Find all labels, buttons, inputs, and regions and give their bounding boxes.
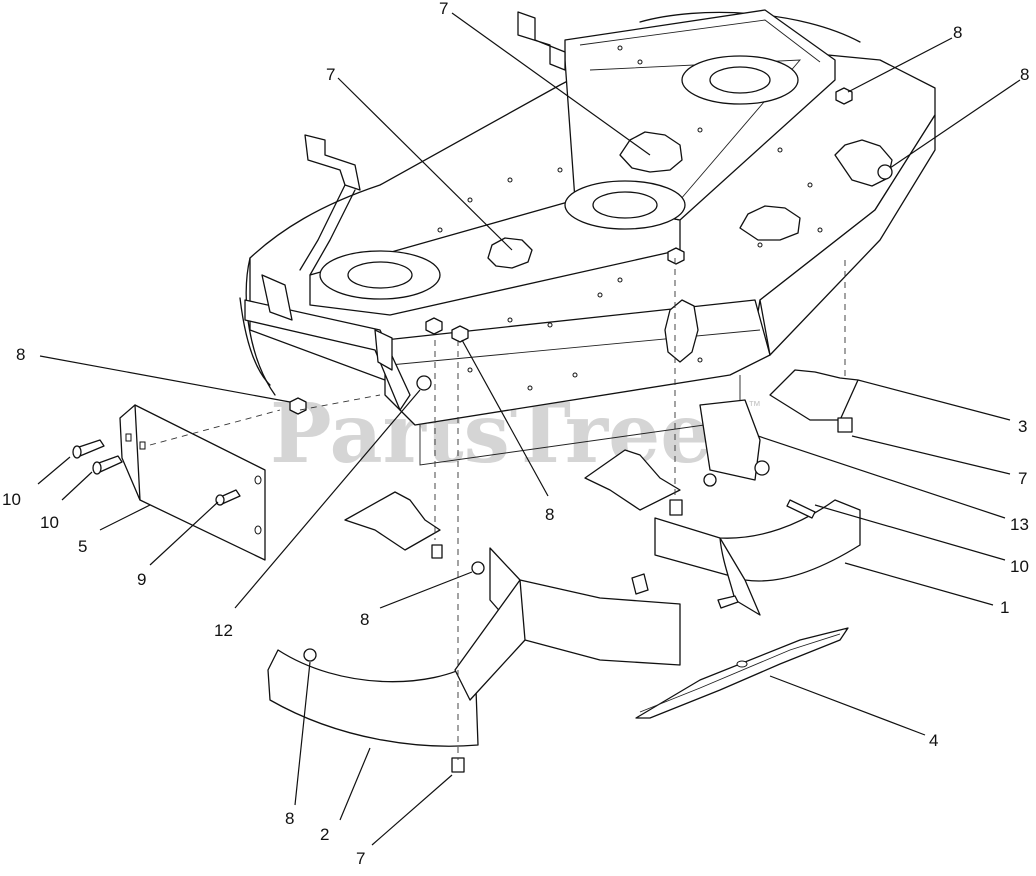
bolt-left-mount [431, 544, 443, 559]
callout-label: 8 [545, 505, 554, 524]
callout-label: 12 [214, 621, 233, 640]
bolt-7-right [837, 417, 853, 433]
baffle-2 [267, 579, 526, 747]
bracket-13 [699, 399, 761, 481]
spindle-mount-right [681, 55, 799, 105]
callout-label: 2 [320, 825, 329, 844]
nut-8-bottom [303, 648, 317, 662]
cutout-right [739, 205, 801, 241]
spindle-mount-left [319, 250, 441, 300]
callout-label: 8 [1020, 65, 1029, 84]
baffle-1 [654, 499, 861, 616]
callout-label: 10 [2, 490, 21, 509]
bolt-baffle-right [717, 595, 739, 609]
bolt-7-bottom [451, 757, 465, 773]
callout-label: 10 [40, 513, 59, 532]
nut-8-left [289, 397, 307, 415]
deck-nut-a [667, 247, 685, 265]
deck-nut-e [877, 164, 893, 180]
front-hanger-arm [244, 299, 411, 411]
callout-label: 3 [1018, 417, 1027, 436]
callout-label: 9 [137, 570, 146, 589]
leader-lines [37, 12, 1021, 846]
watermark-trademark: ™ [748, 398, 761, 413]
callout-label: 8 [16, 345, 25, 364]
carriage-bolt-10-right [786, 499, 816, 519]
alignment-lines [149, 258, 846, 760]
rear-bracket-left [304, 134, 361, 191]
callout-label: 8 [953, 23, 962, 42]
callout-label: 7 [439, 0, 448, 18]
hanger-gusset-right [374, 329, 393, 371]
nut-8-center [471, 561, 485, 575]
deck-nut-d [835, 87, 853, 105]
bolt-baffle-center [631, 573, 649, 595]
deck-nut-c [451, 325, 469, 343]
mount-bracket-center [584, 449, 681, 511]
mower-blade [635, 627, 849, 719]
mower-deck [239, 9, 936, 466]
callout-label: 7 [326, 65, 335, 84]
deck-nut-f [416, 375, 432, 391]
cutout-left [487, 237, 533, 269]
washer-right [703, 473, 717, 487]
callout-label: 5 [78, 537, 87, 556]
spindle-mount-center [564, 180, 686, 230]
hanger-gusset-left [261, 274, 293, 321]
cutout-front [664, 299, 699, 363]
deck-nut-b [425, 317, 443, 335]
mount-bracket-right-3 [769, 369, 859, 421]
cutout-side [834, 139, 893, 187]
callout-label: 13 [1010, 515, 1029, 534]
callout-label: 1 [1000, 598, 1009, 617]
side-deflector-plate [119, 404, 266, 561]
callout-label: 10 [1010, 557, 1029, 576]
nut-13 [754, 460, 770, 476]
rear-bracket-right [517, 11, 566, 71]
mount-bracket-left [344, 491, 441, 551]
bolt-center-mount [669, 499, 683, 516]
callout-label: 7 [356, 849, 365, 868]
cutout-rear [619, 131, 683, 173]
callout-label: 7 [1018, 469, 1027, 488]
callout-label: 4 [929, 731, 938, 750]
callout-label: 8 [360, 610, 369, 629]
callout-label: 8 [285, 809, 294, 828]
